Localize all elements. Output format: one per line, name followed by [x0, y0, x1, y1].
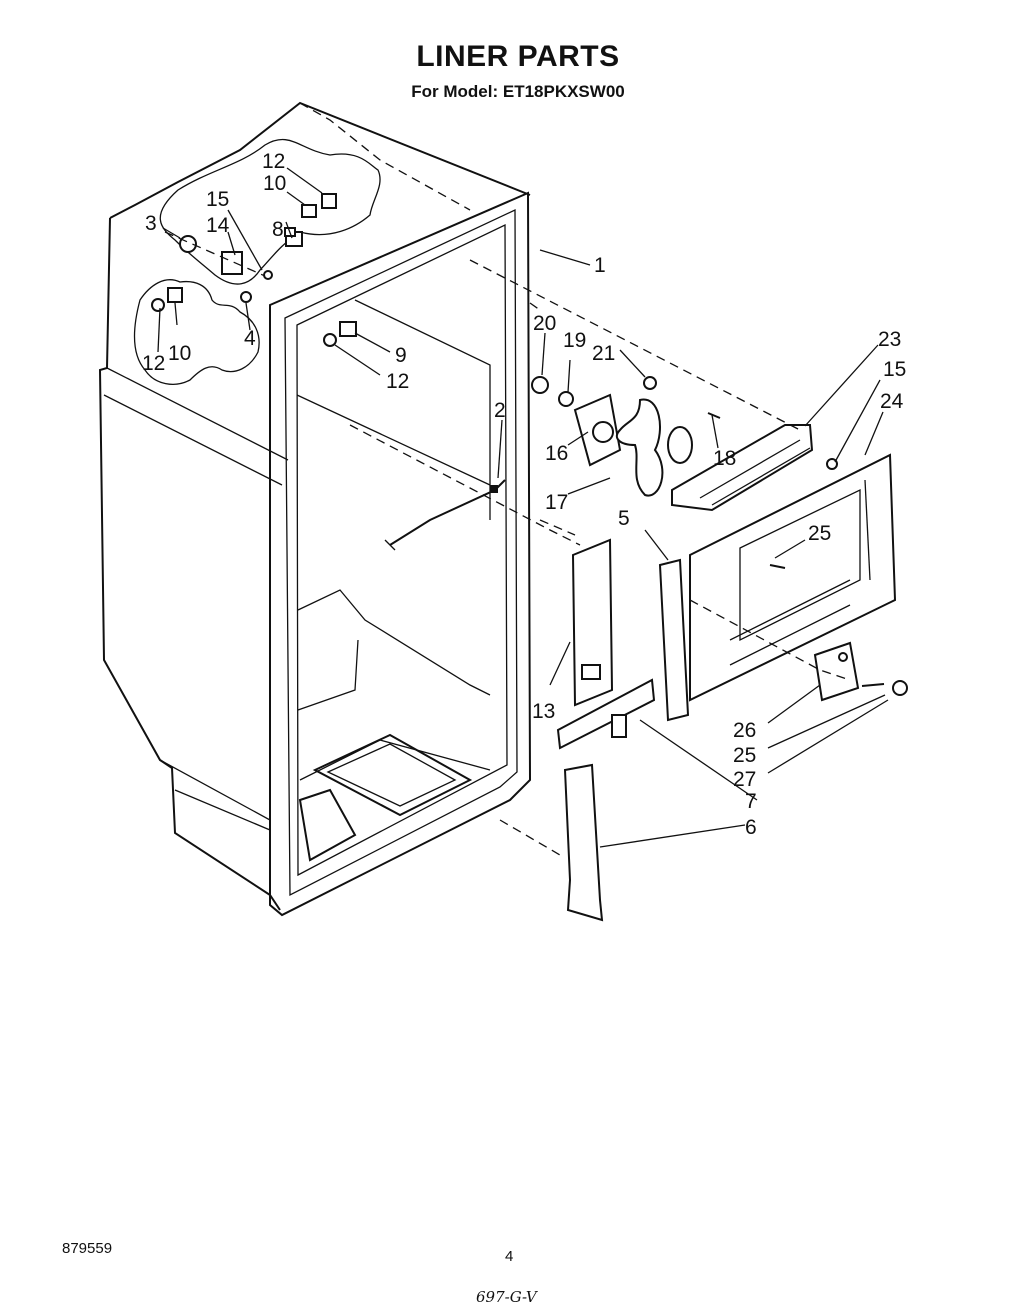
- callout-13: 13: [532, 700, 555, 723]
- callout-15-right: 15: [883, 358, 906, 381]
- model-subtitle: For Model: ET18PKXSW00: [411, 82, 625, 101]
- callout-23: 23: [878, 328, 901, 351]
- callout-15-top: 15: [206, 188, 229, 211]
- leader-lines: [157, 167, 889, 848]
- callout-4: 4: [244, 327, 256, 350]
- callout-25-lower: 25: [733, 744, 756, 767]
- callout-26: 26: [733, 719, 756, 742]
- callout-2: 2: [494, 399, 506, 422]
- callout-9: 9: [395, 344, 407, 367]
- cabinet-liner: [98, 101, 532, 917]
- callout-19: 19: [563, 329, 586, 352]
- cutaway-areas: [133, 138, 381, 385]
- callout-1: 1: [594, 254, 606, 277]
- callout-12-top: 12: [262, 150, 285, 173]
- page-number: 4: [505, 1248, 514, 1265]
- callout-8: 8: [272, 218, 284, 241]
- callout-6: 6: [745, 816, 757, 839]
- callout-12-left: 12: [142, 352, 165, 375]
- callout-12-mid: 12: [386, 370, 409, 393]
- page-title: LINER PARTS: [416, 40, 620, 73]
- callout-7: 7: [745, 790, 757, 813]
- callout-10-top: 10: [263, 172, 286, 195]
- callout-3: 3: [145, 212, 157, 235]
- callout-10-left: 10: [168, 342, 191, 365]
- callout-27: 27: [733, 768, 756, 791]
- callout-5: 5: [618, 507, 630, 530]
- handwritten-note: 697-G-V: [476, 1288, 537, 1306]
- callout-24: 24: [880, 390, 904, 413]
- document-number: 879559: [62, 1240, 113, 1257]
- callout-25-upper: 25: [808, 522, 831, 545]
- callout-17: 17: [545, 491, 568, 514]
- callout-14: 14: [206, 214, 230, 237]
- callout-21: 21: [592, 342, 615, 365]
- callout-16: 16: [545, 442, 568, 465]
- callout-20: 20: [533, 312, 556, 335]
- callout-labels: 1 2 3 4 5 6 7 8 9 10 10 12 12 12 13 14 1…: [142, 150, 906, 839]
- part-shapes: [151, 193, 908, 922]
- assembly-lines: [164, 102, 851, 856]
- callout-18: 18: [713, 447, 736, 470]
